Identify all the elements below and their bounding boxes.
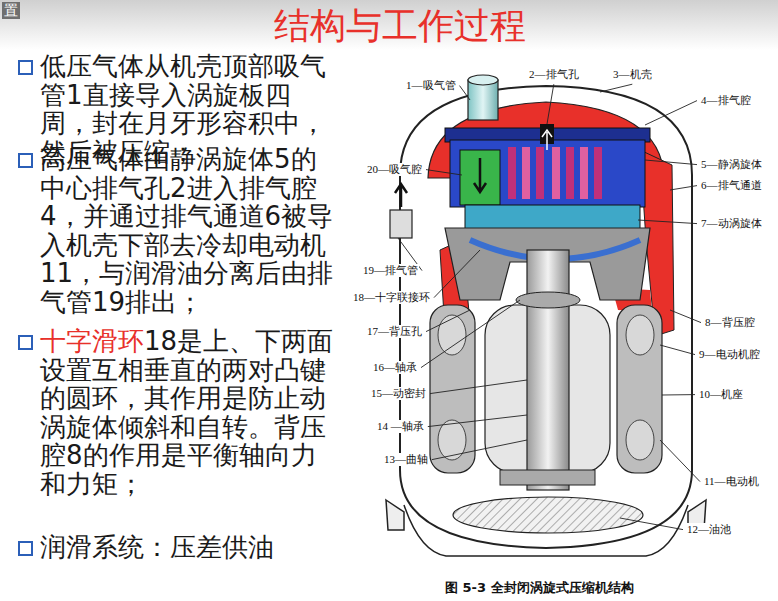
callout-number: 1—吸气管 xyxy=(405,79,457,92)
leader-line xyxy=(426,310,470,332)
callout-number: 4—排气腔 xyxy=(700,94,752,107)
leader-line xyxy=(426,170,462,175)
leader-line xyxy=(547,84,554,124)
header-tab: 置 xyxy=(2,2,20,19)
callout-number: 10—机座 xyxy=(698,388,744,401)
callout-number: 3—机壳 xyxy=(612,68,653,81)
callout-number: 16—轴承 xyxy=(372,361,418,374)
leader-line xyxy=(421,300,520,368)
leader-line xyxy=(428,415,527,427)
callout-number: 20—吸气腔 xyxy=(366,163,423,176)
bullet-box xyxy=(18,153,33,168)
leader-line xyxy=(670,310,701,323)
callout-number: 15—动密封 xyxy=(370,387,427,400)
callout-number: 2—排气孔 xyxy=(528,68,580,81)
bullet-text: 润滑系统：压差供油 xyxy=(40,533,342,562)
leader-line xyxy=(434,250,480,298)
callout-number: 18—十字联接环 xyxy=(352,291,431,304)
callout-number: 19—排气管 xyxy=(362,264,419,277)
callout-number: 9—电动机腔 xyxy=(698,348,761,361)
callout-number: 8—背压腔 xyxy=(704,316,756,329)
callout-number: 11—电动机 xyxy=(703,475,760,488)
callout-number: 5—静涡旋体 xyxy=(700,158,763,171)
slide-title: 结构与工作过程 xyxy=(274,6,526,46)
callout-number: 14 —轴承 xyxy=(376,420,425,433)
body-text: 润滑系统：压差供油 xyxy=(40,532,274,562)
figure-caption: 图 5-3 全封闭涡旋式压缩机结构 xyxy=(445,580,634,596)
bullet-box xyxy=(18,541,33,556)
callout-number: 12—油池 xyxy=(686,523,732,536)
leader-line xyxy=(432,440,527,460)
leader-line xyxy=(600,84,632,92)
leader-line xyxy=(660,440,700,482)
bullet-text: 高压气体由静涡旋体5的中心排气孔2进入排气腔4，并通过排气通道6被导入机壳下部去… xyxy=(40,145,342,316)
leader-line xyxy=(620,518,683,530)
highlight-term: 十字滑环 xyxy=(40,326,144,356)
leader-line xyxy=(660,345,695,355)
body-text: 高压气体由静涡旋体5的中心排气孔2进入排气腔4，并通过排气通道6被导入机壳下部去… xyxy=(40,144,333,317)
bullet-box xyxy=(18,335,33,350)
leader-line xyxy=(460,86,471,100)
callout-number: 13—曲轴 xyxy=(383,453,429,466)
leader-line xyxy=(662,394,695,395)
leader-line xyxy=(638,220,697,224)
leader-line xyxy=(645,101,697,125)
callout-number: 6—排气通道 xyxy=(700,179,763,192)
leader-line xyxy=(645,160,697,165)
bullet-box xyxy=(18,60,33,75)
bullet-text: 十字滑环18是上、下两面设置互相垂直的两对凸键的圆环，其作用是防止动涡旋体倾斜和… xyxy=(40,327,342,498)
callout-number: 17—背压孔 xyxy=(366,325,423,338)
leader-line xyxy=(670,186,697,190)
callout-number: 7—动涡旋体 xyxy=(700,217,763,230)
leader-line xyxy=(430,380,527,394)
